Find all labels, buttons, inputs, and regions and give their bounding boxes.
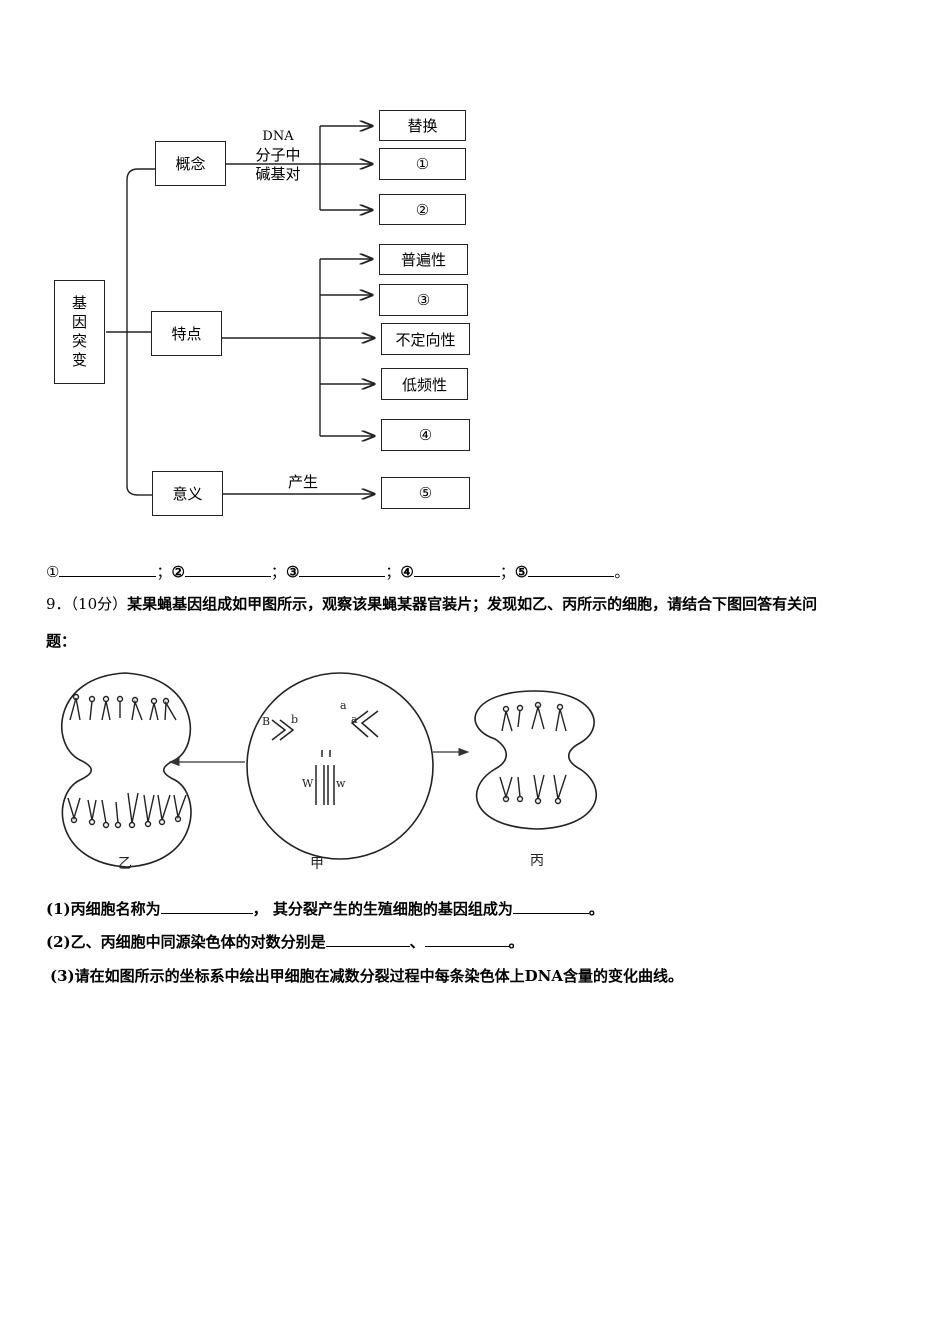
concept-item-blank-2: ② — [379, 194, 466, 225]
feature-item-low-frequency: 低频性 — [381, 368, 468, 400]
gene-w-label: w — [336, 777, 346, 790]
cell-bing-upper-chromosomes — [501, 701, 567, 732]
root-char-3: 突 — [71, 332, 87, 350]
question-9-stem-line1: 9．（10分）某果蝇基因组成如甲图所示，观察该果蝇某器官装片；发现如乙、丙所示的… — [46, 593, 817, 615]
answer-blank-3[interactable] — [299, 562, 386, 577]
sub-question-3: (3)请在如图所示的坐标系中绘出甲细胞在减数分裂过程中每条染色体上DNA含量的变… — [50, 967, 683, 985]
s2-blank-2[interactable] — [424, 932, 509, 947]
answer-blank-4[interactable] — [413, 562, 500, 577]
root-char-1: 基 — [71, 294, 87, 312]
label-bing: 丙 — [530, 853, 544, 869]
label-jia: 甲 — [310, 856, 324, 872]
cell-yi-membrane — [61, 672, 192, 868]
feature-item-non-directional: 不定向性 — [381, 323, 470, 355]
question-score: （10分） — [70, 595, 128, 613]
concept-item-substitution: 替换 — [379, 110, 466, 141]
cell-jia-chromosomes — [271, 710, 379, 805]
connector-line-3: 碱基对 — [255, 165, 301, 183]
gene-b-label: b — [291, 713, 298, 726]
s1-text-a: (1)丙细胞名称为 — [46, 900, 161, 918]
branch-concept: 概念 — [155, 141, 226, 186]
meaning-item-blank-5: ⑤ — [381, 477, 470, 509]
answer-marker-3: ③ — [285, 563, 300, 581]
s2-text-a: (2)乙、丙细胞中同源染色体的对数分别是 — [46, 933, 326, 951]
gene-W-label: W — [302, 777, 314, 790]
root-char-2: 因 — [71, 313, 87, 331]
s2-sep: 、 — [409, 933, 425, 951]
sub-question-2: (2)乙、丙细胞中同源染色体的对数分别是 、 。 — [46, 931, 524, 953]
gene-a-lower-label: a — [351, 713, 358, 726]
gene-B-label: B — [262, 715, 270, 728]
feature-item-blank-4: ④ — [381, 419, 470, 451]
sep: ； — [499, 563, 515, 581]
s1-text-b: ， 其分裂产生的生殖细胞的基因组成为 — [252, 900, 513, 918]
answer-marker-4: ④ — [400, 563, 414, 581]
concept-item-blank-1: ① — [379, 148, 466, 180]
period: 。 — [614, 563, 630, 581]
question-9-stem-line2: 题： — [46, 632, 77, 650]
answer-marker-1: ① — [46, 563, 60, 581]
feature-item-universality: 普遍性 — [379, 244, 468, 275]
branch-meaning: 意义 — [152, 471, 223, 516]
answer-line: ①；②；③；④；⑤。 — [46, 561, 629, 583]
meaning-connector-label: 产生 — [288, 473, 319, 491]
cell-bing-lower-chromosomes — [499, 774, 567, 805]
s2-blank-1[interactable] — [325, 932, 410, 947]
connector-line-1: DNA — [262, 129, 294, 144]
cell-yi-upper-chromosomes — [69, 693, 177, 721]
sep: ； — [270, 563, 286, 581]
label-yi: 乙 — [118, 856, 132, 872]
question-stem: 某果蝇基因组成如甲图所示，观察该果蝇某器官装片；发现如乙、丙所示的细胞，请结合下… — [127, 595, 818, 613]
question-number: 9． — [46, 595, 71, 613]
sep: ； — [156, 563, 172, 581]
gene-a-upper-label: a — [340, 699, 347, 712]
cell-division-figure: B b a a W w 乙 甲 丙 — [61, 672, 597, 872]
s2-end: 。 — [508, 933, 524, 951]
sub-question-1: (1)丙细胞名称为 ， 其分裂产生的生殖细胞的基因组成为 。 — [46, 898, 604, 920]
feature-item-blank-3: ③ — [379, 284, 468, 316]
cell-yi-lower-chromosomes — [67, 792, 187, 829]
answer-blank-5[interactable] — [528, 562, 615, 577]
answer-marker-2: ② — [171, 563, 185, 581]
root-char-4: 变 — [71, 351, 87, 369]
root-node-gene-mutation: 基 因 突 变 — [54, 280, 105, 384]
s1-end: 。 — [588, 900, 604, 918]
branch-feature: 特点 — [151, 311, 222, 356]
answer-blank-1[interactable] — [59, 562, 157, 577]
answer-blank-2[interactable] — [184, 562, 271, 577]
concept-connector-label: DNA 分子中 碱基对 — [240, 127, 316, 184]
answer-marker-5: ⑤ — [514, 563, 529, 581]
concept-map-connectors — [106, 0, 950, 530]
cell-jia-membrane — [246, 672, 434, 860]
sep: ； — [385, 563, 401, 581]
s1-blank-1[interactable] — [160, 899, 253, 914]
cell-bing-membrane — [474, 690, 597, 830]
connector-line-2: 分子中 — [255, 146, 301, 164]
s1-blank-2[interactable] — [512, 899, 589, 914]
